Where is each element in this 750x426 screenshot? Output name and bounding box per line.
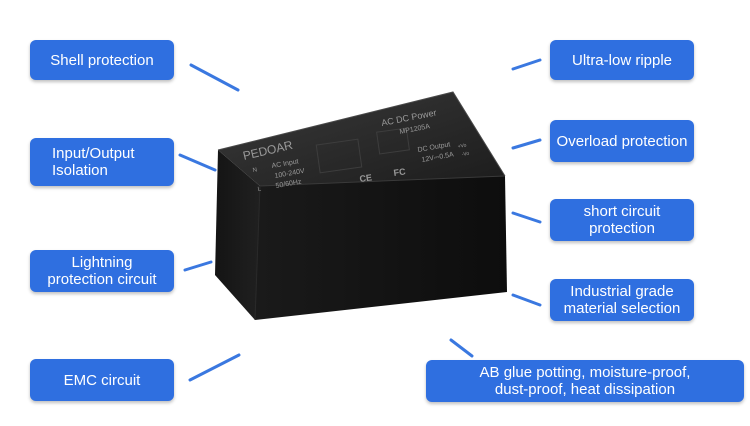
label-industrial-grade-material: Industrial grade material selection xyxy=(550,279,694,321)
label-emc-circuit: EMC circuit xyxy=(30,359,174,401)
connector-lines xyxy=(178,58,542,382)
module-fc-mark: FC xyxy=(393,166,407,178)
module-front-face xyxy=(255,176,507,320)
label-ab-glue-potting: AB glue potting, moisture-proof, dust-pr… xyxy=(426,360,744,402)
module-pin-n: N xyxy=(252,167,257,174)
module-top-face xyxy=(218,92,505,186)
module-pin-l: L xyxy=(257,186,262,193)
label-ultra-low-ripple: Ultra-low ripple xyxy=(550,40,694,80)
module-ce-mark: CE xyxy=(359,172,373,184)
module-left-face xyxy=(215,150,260,320)
connector-industrial xyxy=(511,293,542,307)
label-overload-protection: Overload protection xyxy=(550,120,694,162)
label-shell-protection: Shell protection xyxy=(30,40,174,80)
module-recess-left xyxy=(315,138,363,174)
connector-shell xyxy=(189,63,240,92)
connector-glue xyxy=(449,338,474,358)
connector-lightning xyxy=(183,260,213,272)
module-input-label: AC Input xyxy=(271,158,299,170)
connector-io xyxy=(178,153,217,172)
connector-ripple xyxy=(511,58,542,71)
label-lightning-protection: Lightning protection circuit xyxy=(30,250,174,292)
label-io-isolation: Input/Output Isolation xyxy=(30,138,174,186)
module-pin-plus: +Vo xyxy=(457,143,467,150)
module-pin-minus: -Vo xyxy=(461,151,470,158)
power-module xyxy=(215,91,507,321)
module-recess-right xyxy=(376,127,410,155)
label-short-circuit-protection: short circuit protection xyxy=(550,199,694,241)
connector-short xyxy=(511,211,542,224)
connector-emc xyxy=(188,353,241,382)
module-input-freq: 50/60Hz xyxy=(275,178,302,190)
connector-overload xyxy=(511,138,542,150)
